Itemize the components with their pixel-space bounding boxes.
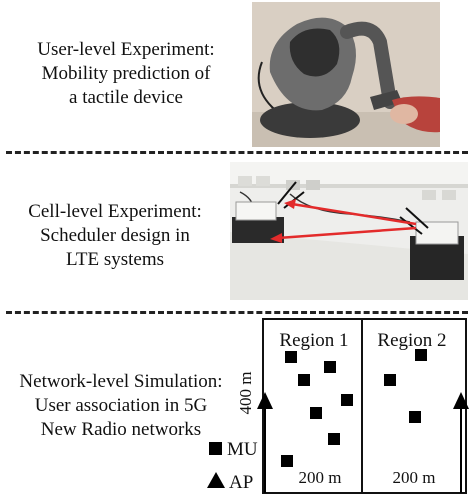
access-point-icon <box>257 392 273 409</box>
legend-mu-marker <box>209 442 222 455</box>
region-1-label: Region 1 <box>279 330 348 351</box>
divider-1 <box>6 151 468 154</box>
mobile-user-marker <box>328 433 340 445</box>
network-level-line-2: User association in 5G <box>34 395 208 416</box>
tactile-device-photo <box>252 2 440 147</box>
mobile-user-marker <box>298 374 310 386</box>
cell-level-caption: Cell-level Experiment: Scheduler design … <box>0 200 230 272</box>
legend-mu-label: MU <box>227 439 258 460</box>
user-level-title: User-level Experiment: <box>37 39 215 60</box>
mobile-user-marker <box>310 407 322 419</box>
legend-ap-label: AP <box>229 472 253 493</box>
access-point-icon <box>453 392 469 409</box>
height-label: 400 m <box>236 372 255 415</box>
region-2-width-label: 200 m <box>393 468 436 487</box>
cell-level-line-3: LTE systems <box>66 249 164 270</box>
cell-level-title: Cell-level Experiment: <box>28 201 202 222</box>
mobile-user-marker <box>341 394 353 406</box>
network-level-caption: Network-level Simulation: User associati… <box>0 370 242 442</box>
divider-2 <box>6 311 468 314</box>
region-1-width-label: 200 m <box>299 468 342 487</box>
network-level-title: Network-level Simulation: <box>19 371 223 392</box>
user-level-line-2: Mobility prediction of <box>41 63 211 84</box>
user-level-caption: User-level Experiment: Mobility predicti… <box>4 38 248 110</box>
mobile-user-marker <box>415 349 427 361</box>
mobile-user-marker <box>281 455 293 467</box>
mobile-user-marker <box>285 351 297 363</box>
mobile-user-marker <box>409 411 421 423</box>
legend-ap-marker <box>207 472 225 488</box>
region-2-label: Region 2 <box>377 330 446 351</box>
lte-lab-photo <box>230 162 468 300</box>
mobile-user-marker <box>384 374 396 386</box>
user-level-line-3: a tactile device <box>69 87 183 108</box>
cell-level-line-2: Scheduler design in <box>40 225 190 246</box>
network-level-line-3: New Radio networks <box>40 419 202 440</box>
mobile-user-marker <box>324 361 336 373</box>
